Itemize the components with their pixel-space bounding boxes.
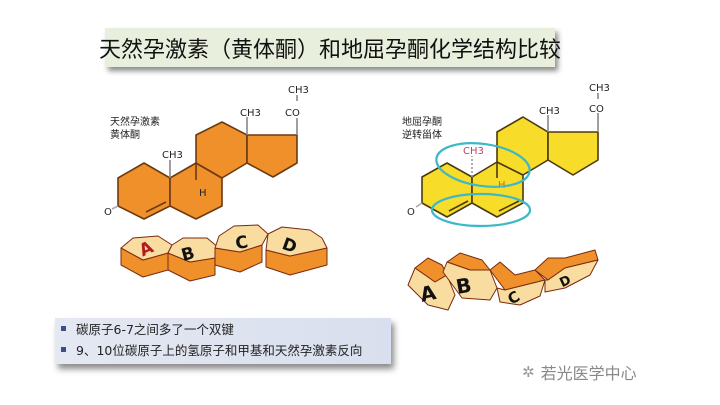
dydrogesterone-structure (415, 93, 599, 218)
ring-label-c: C (234, 232, 250, 254)
ring-label-d: D (279, 234, 299, 258)
keto-bond (111, 205, 119, 210)
atom-co: CO (285, 108, 300, 119)
atom-ch3: CH3 (288, 85, 309, 96)
bullet-square-icon (61, 326, 66, 331)
atom-ch3: CH3 (539, 106, 560, 117)
watermark: ✲ 若光医学中心 (522, 360, 637, 384)
atom-o: O (104, 207, 112, 218)
atom-h: H (199, 188, 207, 199)
ring-a (421, 162, 473, 218)
key-differences-box: 碳原子6-7之间多了一个双键 9、10位碳原子上的氢原子和甲基和天然孕激素反向 (55, 318, 391, 364)
keto-bond (415, 202, 423, 208)
progesterone-3d-rings: A B C D (120, 224, 328, 282)
right-molecule-label: 地屈孕酮 逆转甾体 (402, 116, 442, 142)
ring-d (246, 134, 298, 178)
atom-ch3: CH3 (589, 83, 610, 94)
dydrogesterone-3d-rings: A B C D (407, 249, 599, 311)
progesterone-structure (111, 95, 298, 220)
wechat-icon: ✲ (522, 363, 535, 381)
watermark-text: 若光医学中心 (540, 364, 637, 383)
block-a: A (120, 235, 173, 278)
block-b: B (167, 237, 220, 282)
atom-ch3: CH3 (240, 108, 261, 119)
block-d: D (534, 249, 599, 293)
ring-a (117, 162, 171, 220)
atom-o: O (407, 207, 415, 218)
left-label-line1: 天然孕激素 (110, 117, 160, 128)
block-a: A (407, 257, 456, 311)
ring-label-b: B (454, 273, 473, 299)
atom-co: CO (589, 104, 604, 115)
bullet-text: 9、10位碳原子上的氢原子和甲基和天然孕激素反向 (76, 343, 363, 358)
right-label-line1: 地屈孕酮 (402, 117, 442, 128)
atom-ch3: CH3 (162, 150, 183, 161)
bullet-item: 9、10位碳原子上的氢原子和甲基和天然孕激素反向 (55, 339, 391, 360)
block-b: B (442, 252, 498, 301)
right-label-line2: 逆转甾体 (402, 130, 442, 141)
double-bond (448, 200, 469, 212)
bullet-item: 碳原子6-7之间多了一个双键 (55, 318, 391, 339)
block-c: C (489, 261, 546, 308)
double-bond (145, 201, 167, 213)
ring-label-a: A (418, 280, 439, 307)
ring-d (547, 131, 599, 176)
highlight-ellipse-double-bonds (430, 192, 532, 228)
slide-title: 天然孕激素（黄体酮）和地屈孕酮化学结构比较 (99, 28, 561, 67)
highlight-ellipses (430, 142, 532, 228)
bullet-square-icon (61, 347, 66, 352)
highlight-ellipse-9-10 (435, 142, 531, 188)
double-bond-6-7 (498, 200, 520, 212)
ring-label-b: B (179, 243, 197, 266)
block-c: C (214, 224, 269, 273)
bullet-text: 碳原子6-7之间多了一个双键 (76, 322, 234, 337)
left-label-line2: 黄体酮 (110, 130, 140, 141)
atom-ch3: CH3 (463, 146, 484, 157)
left-molecule-label: 天然孕激素 黄体酮 (110, 116, 160, 142)
ring-c (496, 116, 549, 176)
block-d: D (265, 226, 328, 276)
